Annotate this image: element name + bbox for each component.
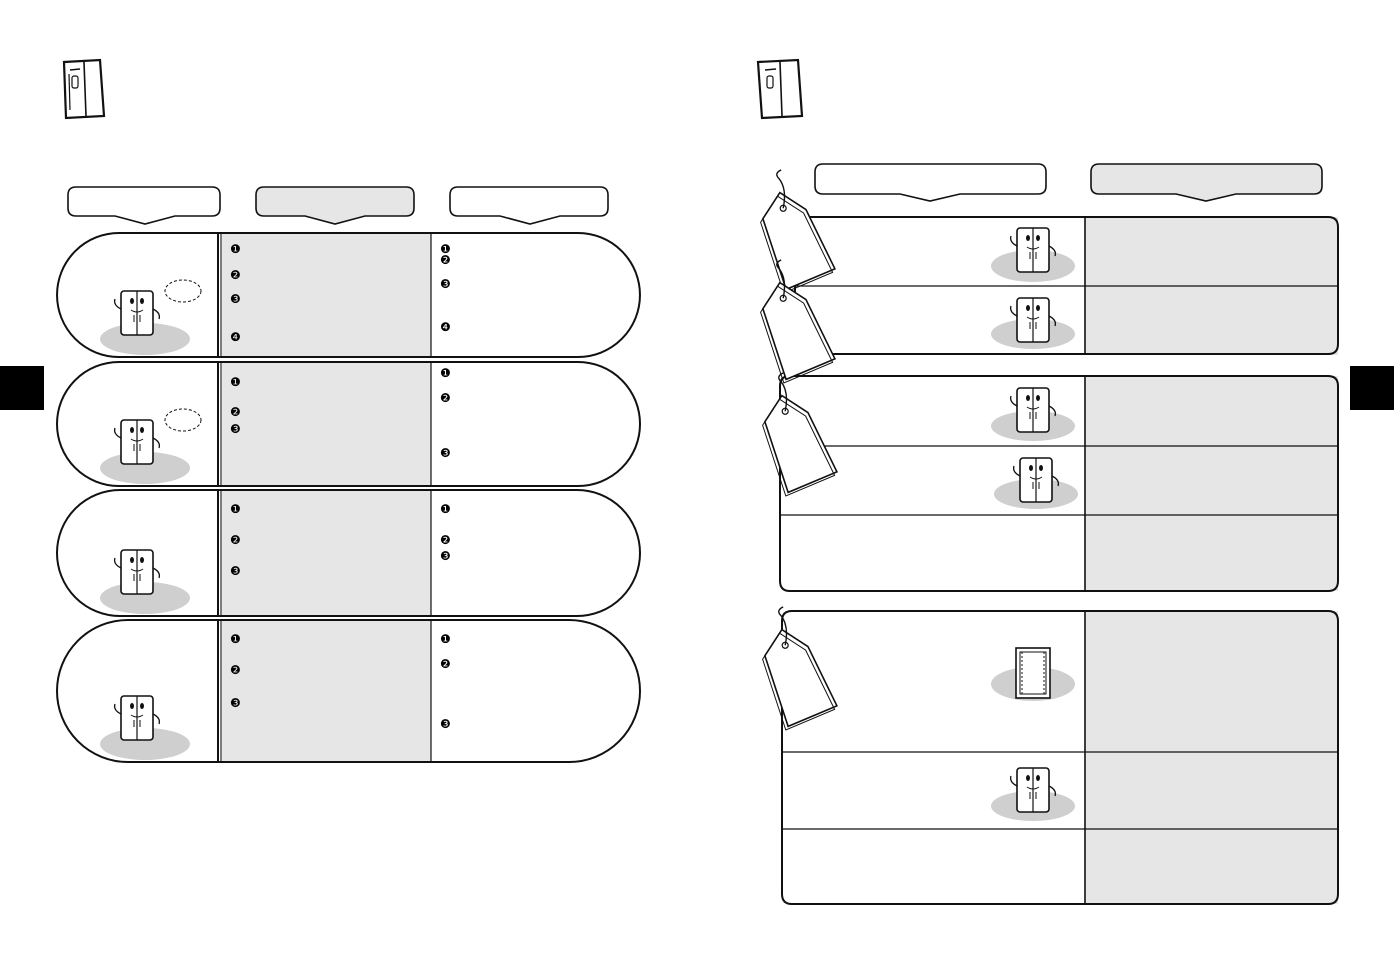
cause-item-number: ❶ (230, 502, 241, 516)
left-row-3 (56, 489, 641, 617)
solution-item-number: ❷ (440, 253, 451, 267)
cause-item-number: ❹ (230, 330, 241, 344)
cause-item-number: ❸ (230, 696, 241, 710)
tag-icon (752, 599, 841, 733)
fridge-icon (62, 58, 106, 120)
solution-item-number: ❹ (440, 320, 451, 334)
right-group-3 (781, 610, 1339, 905)
cause-item-number: ❷ (230, 268, 241, 282)
solution-item-number: ❷ (440, 533, 451, 547)
solution-item-number: ❸ (440, 549, 451, 563)
solution-item-number: ❶ (440, 632, 451, 646)
cause-item-number: ❷ (230, 663, 241, 677)
fridge-character-icon (991, 647, 1075, 701)
section-tab (1350, 366, 1394, 410)
solution-item-number: ❸ (440, 717, 451, 731)
cause-item-number: ❶ (230, 242, 241, 256)
column-header-right-solution (1090, 163, 1323, 202)
fridge-character-icon (991, 387, 1075, 441)
section-tab (0, 366, 44, 410)
solution-item-number: ❸ (440, 446, 451, 460)
column-header-right-problem (814, 163, 1047, 202)
solution-item-number: ❶ (440, 242, 451, 256)
right-group-1 (794, 216, 1339, 355)
fridge-character-icon (991, 767, 1075, 821)
left-row-1 (56, 232, 641, 358)
cause-item-number: ❶ (230, 375, 241, 389)
column-header-solution (449, 186, 609, 225)
solution-item-number: ❷ (440, 391, 451, 405)
solution-item-number: ❸ (440, 277, 451, 291)
fridge-character-noise-icon (100, 549, 190, 614)
solution-item-number: ❷ (440, 657, 451, 671)
cause-item-number: ❸ (230, 292, 241, 306)
fridge-character-door-icon (100, 695, 190, 760)
right-group-2 (779, 375, 1339, 592)
solution-item-number: ❶ (440, 366, 451, 380)
fridge-character-cold-icon (100, 408, 202, 484)
tag-icon (752, 365, 841, 499)
cause-item-number: ❷ (230, 405, 241, 419)
fridge-character-icon (991, 297, 1075, 349)
left-row-4 (56, 619, 641, 763)
cause-item-number: ❶ (230, 632, 241, 646)
cause-item-number: ❸ (230, 564, 241, 578)
fridge-character-icon (991, 227, 1075, 282)
cause-item-number: ❷ (230, 533, 241, 547)
fridge-character-icon (994, 457, 1078, 509)
column-header-problem (67, 186, 221, 225)
cause-item-number: ❸ (230, 422, 241, 436)
solution-item-number: ❶ (440, 502, 451, 516)
left-row-2 (56, 361, 641, 487)
fridge-character-thinking-icon (100, 279, 202, 355)
column-header-cause (255, 186, 415, 225)
fridge-icon (756, 58, 804, 120)
